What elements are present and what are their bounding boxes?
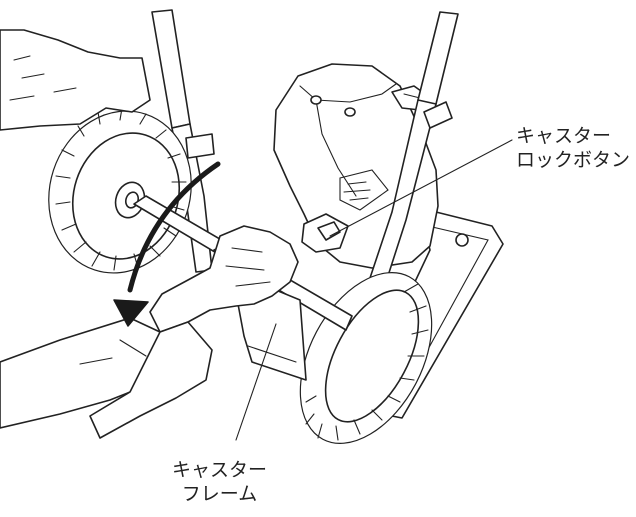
- caster-frame-label: キャスター フレーム: [172, 458, 267, 506]
- caster-frame-label-line-1: キャスター: [172, 459, 268, 481]
- caster-frame-label-line-2: フレーム: [181, 483, 258, 505]
- lower-arm: [89, 321, 213, 439]
- rotation-arrow: [113, 161, 221, 327]
- caster-lock-button-label-line-2: ロックボタン: [516, 149, 631, 171]
- right-handle: [369, 11, 459, 283]
- caster-lock-button: [301, 213, 349, 253]
- caster-lock-button-label: キャスター ロックボタン: [516, 124, 630, 172]
- upper-left-arm: [0, 29, 151, 131]
- leader-lines: [235, 139, 513, 441]
- caster-lock-button-label-line-1: キャスター: [516, 125, 612, 147]
